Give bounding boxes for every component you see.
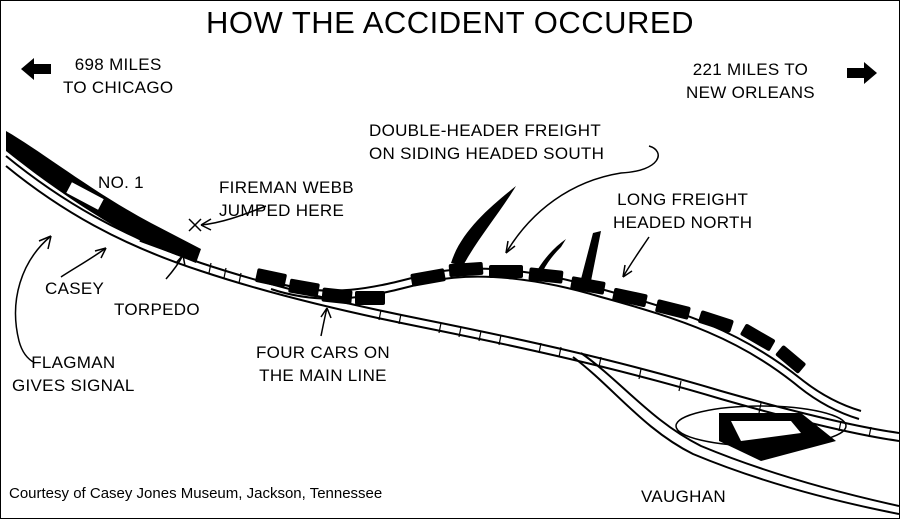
label-fireman-webb: FIREMAN WEBB JUMPED HERE bbox=[219, 176, 354, 222]
label-four-cars-line1: FOUR CARS ON bbox=[256, 343, 390, 362]
label-vaughan: VAUGHAN bbox=[641, 487, 726, 506]
label-torpedo: TORPEDO bbox=[114, 300, 200, 319]
label-flagman-line2: GIVES SIGNAL bbox=[12, 376, 135, 395]
label-casey: CASEY bbox=[45, 279, 105, 298]
distance-to-chicago: 698 MILES TO CHICAGO bbox=[63, 53, 173, 99]
label-double-header-line2: ON SIDING HEADED SOUTH bbox=[369, 144, 605, 163]
label-flagman-line1: FLAGMAN bbox=[31, 353, 116, 372]
distance-to-new-orleans-line1: 221 MILES TO bbox=[692, 60, 809, 79]
distance-to-chicago-line1: 698 MILES bbox=[74, 55, 162, 74]
four-cars-main-line bbox=[255, 268, 385, 305]
label-fireman-line1: FIREMAN WEBB bbox=[219, 178, 354, 197]
branch-track bbox=[572, 352, 899, 515]
distance-to-new-orleans: 221 MILES TO NEW ORLEANS bbox=[686, 58, 815, 104]
label-fireman-line2: JUMPED HERE bbox=[219, 201, 345, 220]
label-long-freight-line2: HEADED NORTH bbox=[613, 213, 753, 232]
distance-to-new-orleans-line2: NEW ORLEANS bbox=[686, 83, 815, 102]
label-double-header-freight: DOUBLE-HEADER FREIGHT ON SIDING HEADED S… bbox=[369, 119, 604, 165]
label-no-1: NO. 1 bbox=[98, 173, 144, 192]
arrow-right-icon bbox=[847, 62, 877, 84]
vaughan-station bbox=[675, 405, 847, 461]
page-title: HOW THE ACCIDENT OCCURED bbox=[206, 5, 694, 40]
train-no-1 bbox=[6, 131, 201, 263]
label-four-cars-line2: THE MAIN LINE bbox=[259, 366, 387, 385]
label-four-cars: FOUR CARS ON THE MAIN LINE bbox=[256, 341, 390, 387]
siding-freight-cars bbox=[410, 261, 806, 374]
label-double-header-line1: DOUBLE-HEADER FREIGHT bbox=[369, 121, 602, 140]
smoke-trails bbox=[451, 186, 601, 281]
distance-to-chicago-line2: TO CHICAGO bbox=[63, 78, 174, 97]
label-flagman: FLAGMAN GIVES SIGNAL bbox=[12, 351, 135, 397]
arrow-left-icon bbox=[21, 58, 51, 80]
label-long-freight: LONG FREIGHT HEADED NORTH bbox=[613, 188, 752, 234]
pointer-arrows bbox=[14, 145, 659, 364]
label-long-freight-line1: LONG FREIGHT bbox=[617, 190, 749, 209]
credit-line: Courtesy of Casey Jones Museum, Jackson,… bbox=[9, 485, 383, 502]
